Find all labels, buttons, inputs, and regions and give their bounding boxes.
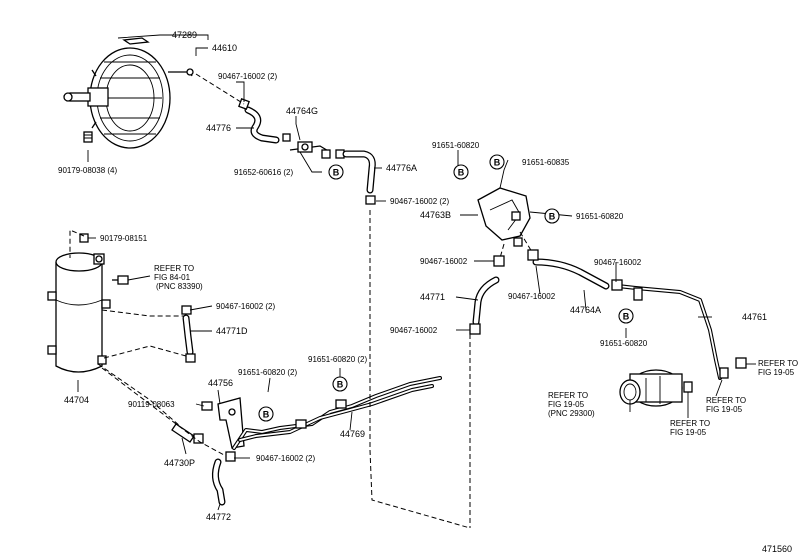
svg-text:B: B — [333, 168, 340, 178]
label-47289: 47289 — [172, 30, 197, 40]
label-90179-08038: 90179-08038 (4) — [58, 166, 117, 175]
badge-b-1: B — [328, 164, 344, 180]
label-90179-08151: 90179-08151 — [100, 234, 148, 243]
label-91651-60820-c: 91651-60820 — [600, 339, 648, 348]
label-refer-1905-c2: FIG 19-05 — [706, 405, 743, 414]
label-90467-r4: 90467-16002 — [594, 258, 642, 267]
label-44704: 44704 — [64, 395, 89, 405]
label-91651-60820-b: 91651-60820 — [576, 212, 624, 221]
check-valve-44730P — [171, 401, 213, 444]
label-44776A: 44776A — [386, 163, 417, 173]
label-44764A: 44764A — [570, 305, 601, 315]
clamp-top — [238, 98, 291, 142]
label-refer-1905-b2: FIG 19-05 — [548, 400, 585, 409]
label-90467-bottom: 90467-16002 (2) — [256, 454, 315, 463]
label-44776: 44776 — [206, 123, 231, 133]
label-refer-84-2: FIG 84-01 — [154, 273, 191, 282]
label-refer-1905-c1: REFER TO — [706, 396, 746, 405]
badge-b-5: B — [489, 154, 505, 170]
hose-44772 — [211, 451, 236, 506]
dashed-leaders — [69, 73, 533, 529]
hose-44776 — [244, 106, 280, 144]
hose-44776A — [342, 150, 376, 205]
badge-b-7: B — [618, 308, 634, 324]
label-91651-60820-2b: 91651-60820 (2) — [308, 355, 367, 364]
svg-text:B: B — [623, 312, 630, 322]
label-91651-60820-2a: 91651-60820 (2) — [238, 368, 297, 377]
label-44730P: 44730P — [164, 458, 195, 468]
label-90467-mid: 90467-16002 (2) — [390, 197, 449, 206]
label-44764G: 44764G — [286, 106, 318, 116]
label-91652: 91652-60616 (2) — [234, 168, 293, 177]
hose-44771D — [181, 305, 196, 363]
bracket-44763B — [477, 187, 531, 247]
svg-text:B: B — [549, 212, 556, 222]
label-refer-84-3: (PNC 83390) — [156, 282, 203, 291]
label-refer-1905-d2: FIG 19-05 — [670, 428, 707, 437]
pipe-44769 — [232, 376, 442, 450]
label-44771: 44771 — [420, 292, 445, 302]
part-labels: 47289 44610 90467-16002 (2) 44776 44764G… — [58, 30, 798, 554]
label-44610: 44610 — [212, 43, 237, 53]
vacuum-tank — [47, 233, 129, 373]
union-44764G — [289, 141, 345, 159]
svg-text:B: B — [337, 380, 344, 390]
label-90467-left: 90467-16002 (2) — [216, 302, 275, 311]
label-90119: 90119-08063 — [128, 400, 175, 409]
badge-b-3: B — [332, 376, 348, 392]
label-90467-r2: 90467-16002 — [508, 292, 556, 301]
label-44769: 44769 — [340, 429, 365, 439]
label-refer-1905-d1: REFER TO — [670, 419, 710, 428]
label-90467-r3: 90467-16002 — [390, 326, 438, 335]
svg-text:B: B — [458, 168, 465, 178]
badge-b-2: B — [258, 406, 274, 422]
label-refer-1905-a1: REFER TO — [758, 359, 798, 368]
label-90467-r1: 90467-16002 — [420, 257, 468, 266]
hose-44771 — [469, 276, 500, 335]
svg-text:B: B — [263, 410, 270, 420]
svg-text:B: B — [494, 158, 501, 168]
label-refer-1905-b1: REFER TO — [548, 391, 588, 400]
label-44771D: 44771D — [216, 326, 248, 336]
badge-b-4: B — [453, 164, 469, 180]
label-90467-top: 90467-16002 (2) — [218, 72, 277, 81]
label-44763B: 44763B — [420, 210, 451, 220]
hose-44764A — [493, 249, 610, 290]
label-refer-84-1: REFER TO — [154, 264, 194, 273]
figure-number: 471560 — [762, 544, 792, 554]
label-44772: 44772 — [206, 512, 231, 522]
vacuum-pump — [619, 357, 747, 407]
badge-b-6: B — [544, 208, 560, 224]
label-44761: 44761 — [742, 312, 767, 322]
label-91651-60835: 91651-60835 — [522, 158, 570, 167]
label-refer-1905-a2: FIG 19-05 — [758, 368, 795, 377]
label-91651-60820-a: 91651-60820 — [432, 141, 480, 150]
label-refer-1905-b3: (PNC 29300) — [548, 409, 595, 418]
brake-booster — [63, 37, 194, 149]
pipe-44761 — [611, 279, 729, 380]
label-44756: 44756 — [208, 378, 233, 388]
